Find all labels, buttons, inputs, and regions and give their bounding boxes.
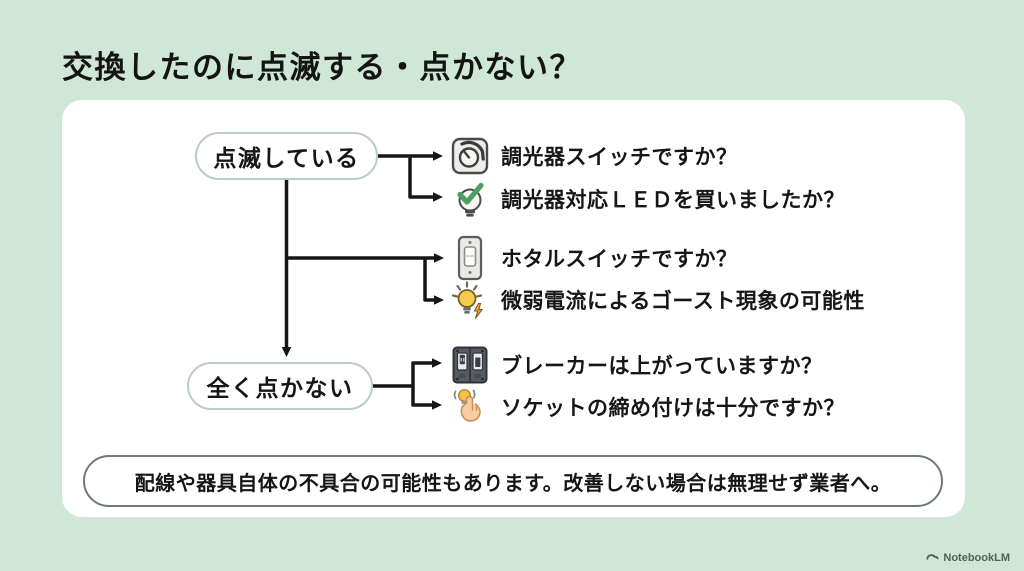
glowing-bulb-icon — [450, 280, 490, 320]
branch-socket: ソケットの締め付けは十分ですか？ — [450, 383, 845, 431]
page-title: 交換したのに点滅する・点かない？ — [62, 50, 582, 85]
branch-ghost-current: 微弱電流によるゴースト現象の可能性 — [450, 276, 865, 324]
branch-label: ホタルスイッチですか？ — [501, 248, 738, 271]
bottom-note-box: 配線や器具自体の不具合の可能性もあります。改善しない場合は無理せず業者へ。 — [83, 455, 943, 507]
node-blinking-label: 点滅している — [213, 145, 360, 171]
hand-twist-bulb-icon — [450, 386, 490, 428]
flowchart-card: 点滅している 全く点かない 調光器スイッチですか？ 調光器対応ＬＥＤを買いました… — [62, 100, 965, 517]
branch-breaker: ブレーカーは上がっていますか？ — [450, 341, 822, 389]
branch-hotaru-switch: ホタルスイッチですか？ — [450, 234, 738, 282]
branch-label: 調光器対応ＬＥＤを買いましたか？ — [501, 189, 845, 212]
bulb-check-icon — [450, 179, 490, 219]
branch-dimmer-switch: 調光器スイッチですか？ — [450, 132, 738, 180]
branch-dimmable-led: 調光器対応ＬＥＤを買いましたか？ — [450, 175, 845, 223]
watermark-label: NotebookLM — [943, 551, 1010, 564]
dimmer-knob-icon — [450, 136, 490, 176]
breaker-panel-icon — [450, 345, 490, 385]
branch-label: 微弱電流によるゴースト現象の可能性 — [501, 290, 865, 313]
branch-label: ブレーカーは上がっていますか？ — [501, 355, 823, 378]
wall-switch-icon — [450, 235, 490, 281]
bottom-note-text: 配線や器具自体の不具合の可能性もあります。改善しない場合は無理せず業者へ。 — [134, 472, 892, 495]
node-no-light-label: 全く点かない — [206, 375, 354, 401]
branch-label: ソケットの締め付けは十分ですか？ — [501, 397, 845, 420]
branch-label: 調光器スイッチですか？ — [501, 146, 738, 169]
node-blinking: 点滅している — [195, 132, 378, 180]
watermark: NotebookLM — [926, 550, 1010, 565]
notebooklm-logo-icon — [926, 550, 939, 565]
node-no-light: 全く点かない — [187, 362, 373, 410]
